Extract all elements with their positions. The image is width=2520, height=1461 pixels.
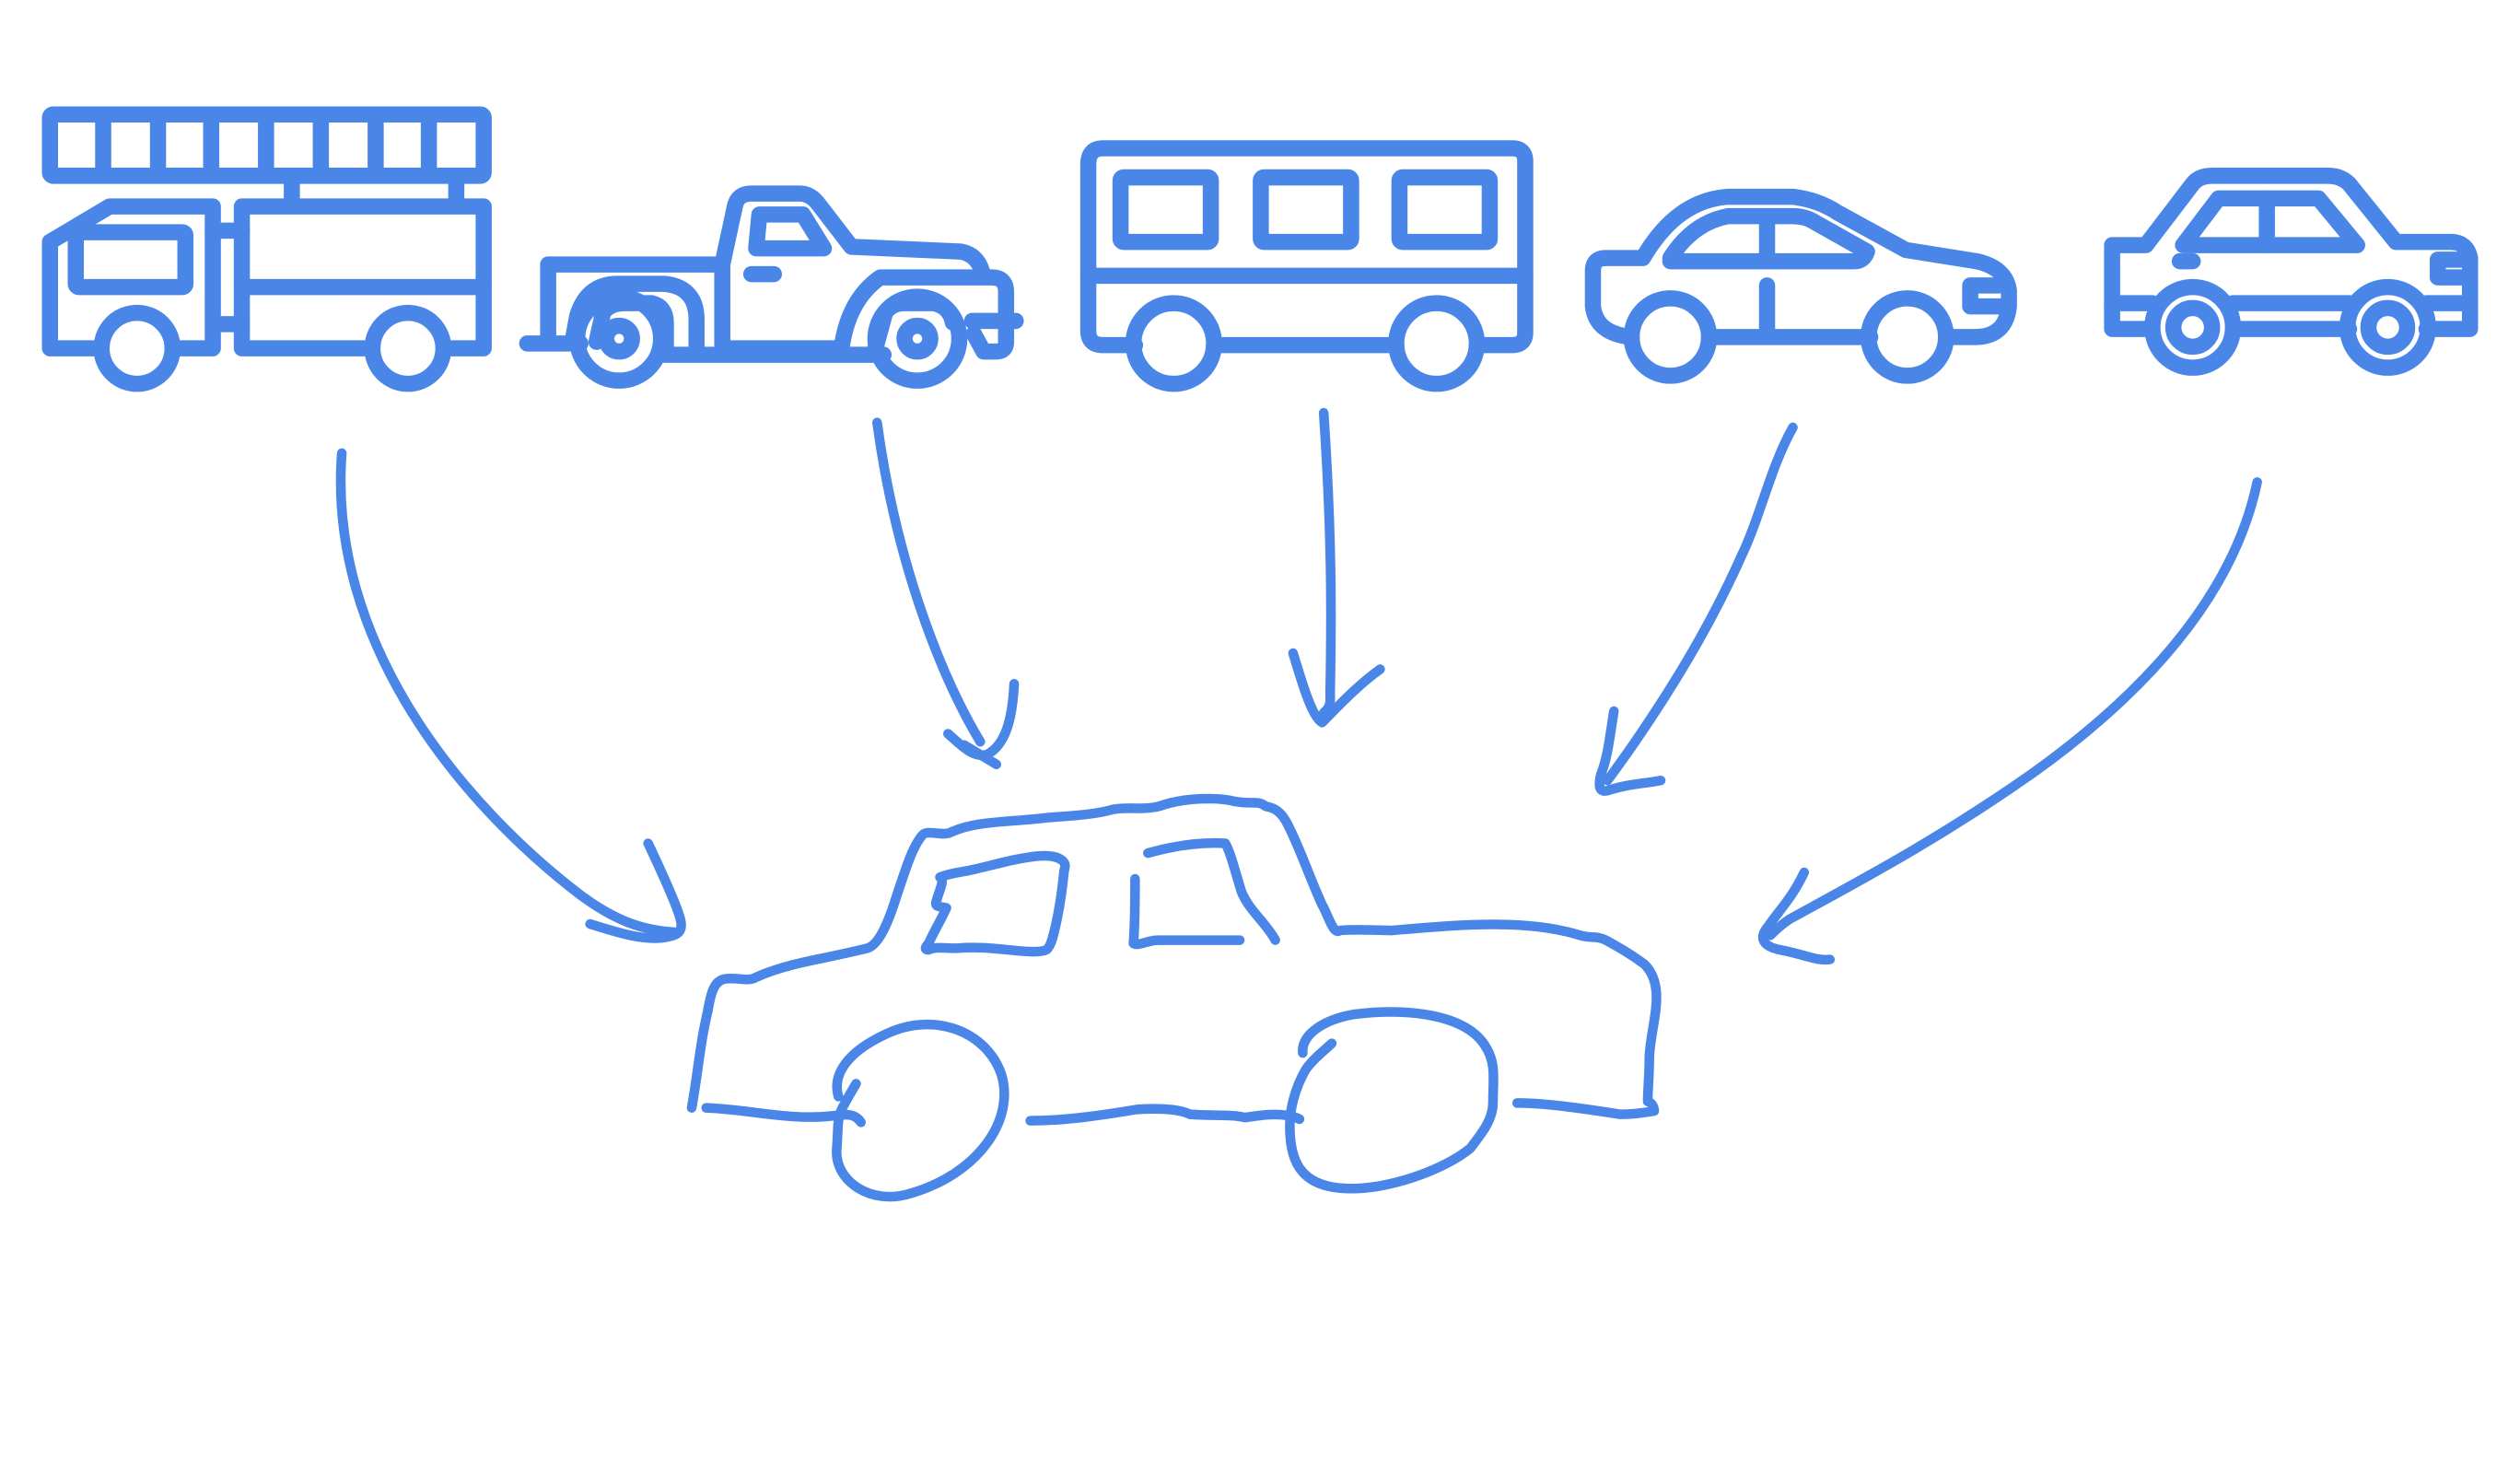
hand-drawn-car-sketch [686, 793, 1662, 1202]
arrow-from-fire-truck [335, 448, 686, 943]
hatchback-car-icon [2104, 168, 2479, 376]
pickup-truck-icon [519, 185, 1024, 389]
arrow-from-bus [1288, 407, 1385, 728]
bus-icon [1079, 140, 1534, 392]
arrow-from-hatchback [1757, 477, 2262, 965]
sedan-car-icon [1584, 188, 2017, 384]
arrow-from-sedan [1594, 422, 1798, 796]
arrow-from-pickup-truck [872, 417, 1020, 770]
fire-truck-icon [41, 106, 492, 392]
